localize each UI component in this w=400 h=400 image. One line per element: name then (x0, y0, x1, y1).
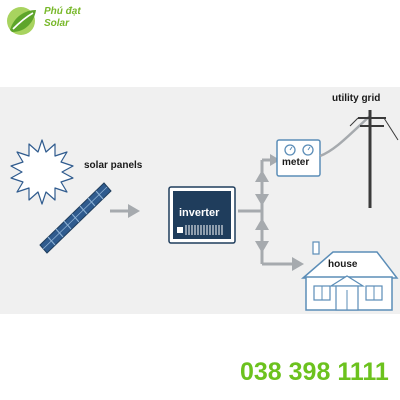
meter-label: meter (282, 157, 310, 168)
connector-panel-to-inverter (110, 204, 140, 218)
connector-inverter-to-meter-house (238, 154, 304, 271)
utility-grid-label: utility grid (332, 93, 381, 104)
utility-pole-icon (349, 110, 399, 208)
meter-icon (276, 139, 321, 177)
inverter-label: inverter (179, 207, 220, 219)
sun-icon (10, 139, 74, 205)
brand-name: Phú đạt (44, 6, 81, 17)
brand-subname: Solar (44, 18, 70, 29)
inverter-icon (168, 186, 236, 244)
connector-meter-to-grid (319, 115, 371, 158)
leaf-logo-icon (7, 7, 36, 35)
solar-panel-icon (39, 182, 112, 254)
solar-panels-label: solar panels (84, 160, 143, 171)
house-icon (300, 241, 399, 311)
brand-logo: Phú đạt Solar (4, 4, 124, 38)
house-label: house (328, 259, 358, 270)
phone-number[interactable]: 038 398 1111 (240, 358, 389, 386)
